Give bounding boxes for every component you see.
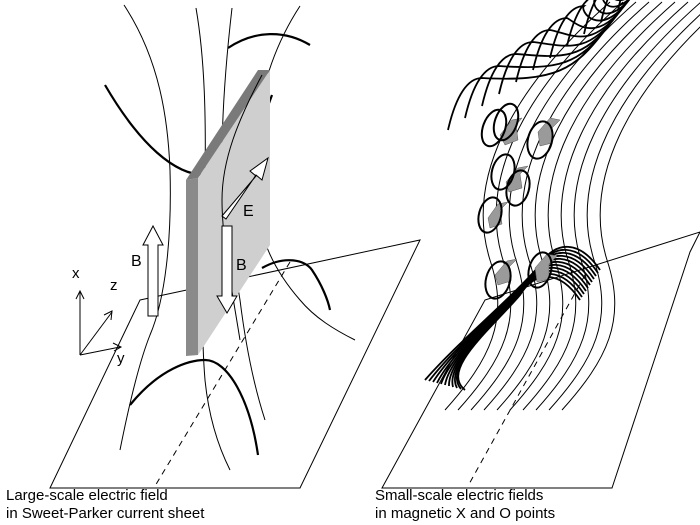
- y-axis-label: y: [117, 350, 125, 367]
- right-panel: Small-scale electric fields in magnetic …: [375, 0, 700, 522]
- lower-field-line-fan: [425, 247, 600, 390]
- right-caption-line1: Small-scale electric fields: [375, 487, 543, 504]
- right-neutral-line: [468, 275, 585, 486]
- left-lower-right-arc: [262, 260, 330, 310]
- upper-field-line-3: [482, 20, 613, 106]
- lower-field-line-7: [449, 265, 588, 386]
- left-panel: x z y B B E Large-scale electric field i…: [6, 5, 420, 522]
- upper-field-line-2: [465, 25, 609, 118]
- vertical-field-line-7: [523, 2, 688, 410]
- upper-field-line-fan: [448, 0, 652, 130]
- x-axis-label: x: [72, 265, 80, 282]
- current-sheet-left-edge: [186, 178, 198, 356]
- left-top-right-arc: [228, 34, 310, 48]
- b-outside-label: B: [131, 253, 142, 270]
- left-caption-line1: Large-scale electric field: [6, 487, 168, 504]
- left-field-line-left-outer: [120, 5, 170, 450]
- right-caption-line2: in magnetic X and O points: [375, 505, 555, 522]
- left-caption-line2: in Sweet-Parker current sheet: [6, 505, 205, 522]
- vertical-field-line-3: [471, 2, 636, 410]
- e-field-label: E: [243, 203, 254, 220]
- coordinate-axes: [76, 291, 121, 355]
- vertical-field-line-10: [562, 2, 700, 410]
- b-sheet-label: B: [236, 257, 247, 274]
- z-axis-label: z: [110, 277, 118, 294]
- lower-field-line-8: [452, 268, 586, 387]
- left-bottom-separatrix-arc: [130, 360, 258, 455]
